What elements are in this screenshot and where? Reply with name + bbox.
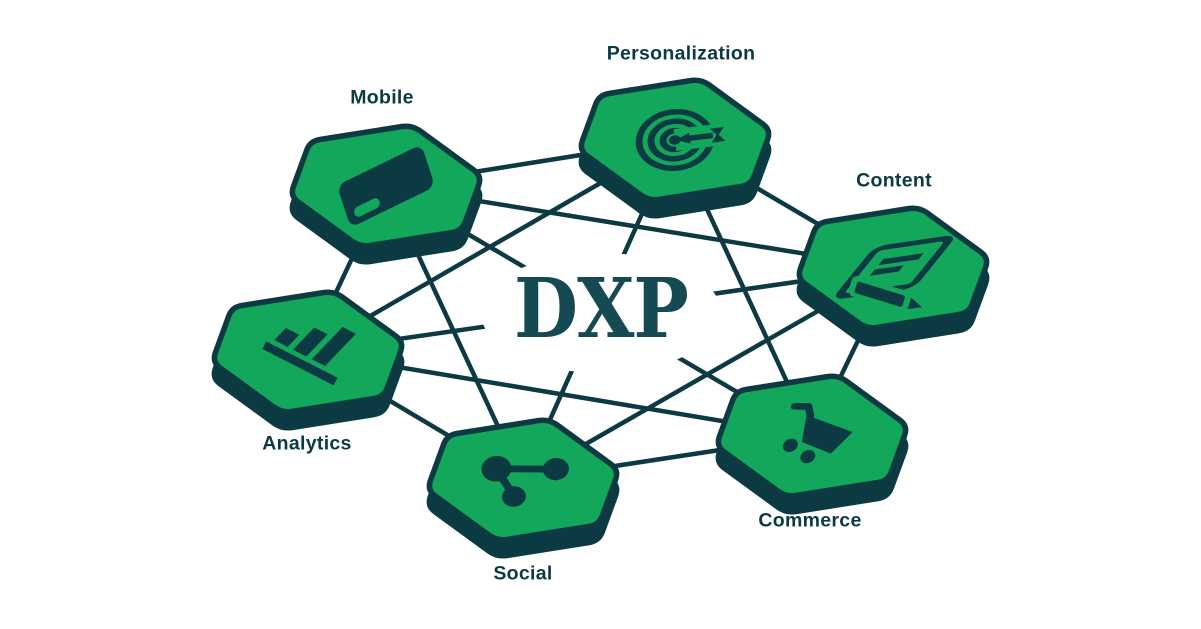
dxp-center-label: DXP: [513, 261, 689, 358]
hex-personalization: [578, 77, 772, 219]
label-content: Content: [856, 169, 932, 192]
phone-icon: [339, 147, 433, 225]
document-pencil-icon: [836, 235, 953, 311]
hex-social: [426, 417, 620, 559]
hex-commerce: [715, 373, 909, 515]
label-commerce: Commerce: [758, 509, 862, 532]
label-personalization: Personalization: [606, 42, 756, 65]
bar-chart-icon: [262, 326, 356, 386]
hex-analytics: [211, 289, 405, 431]
share-nodes-icon: [481, 455, 569, 507]
dxp-halo: [481, 253, 721, 373]
target-arrow-icon: [635, 109, 730, 171]
hex-content: [796, 205, 990, 347]
label-analytics: Analytics: [262, 432, 352, 455]
hex-face-social: [426, 417, 620, 543]
label-mobile: Mobile: [350, 86, 414, 109]
hex-mobile: [289, 123, 483, 265]
label-social: Social: [493, 562, 553, 585]
shopping-cart-icon: [782, 402, 853, 464]
